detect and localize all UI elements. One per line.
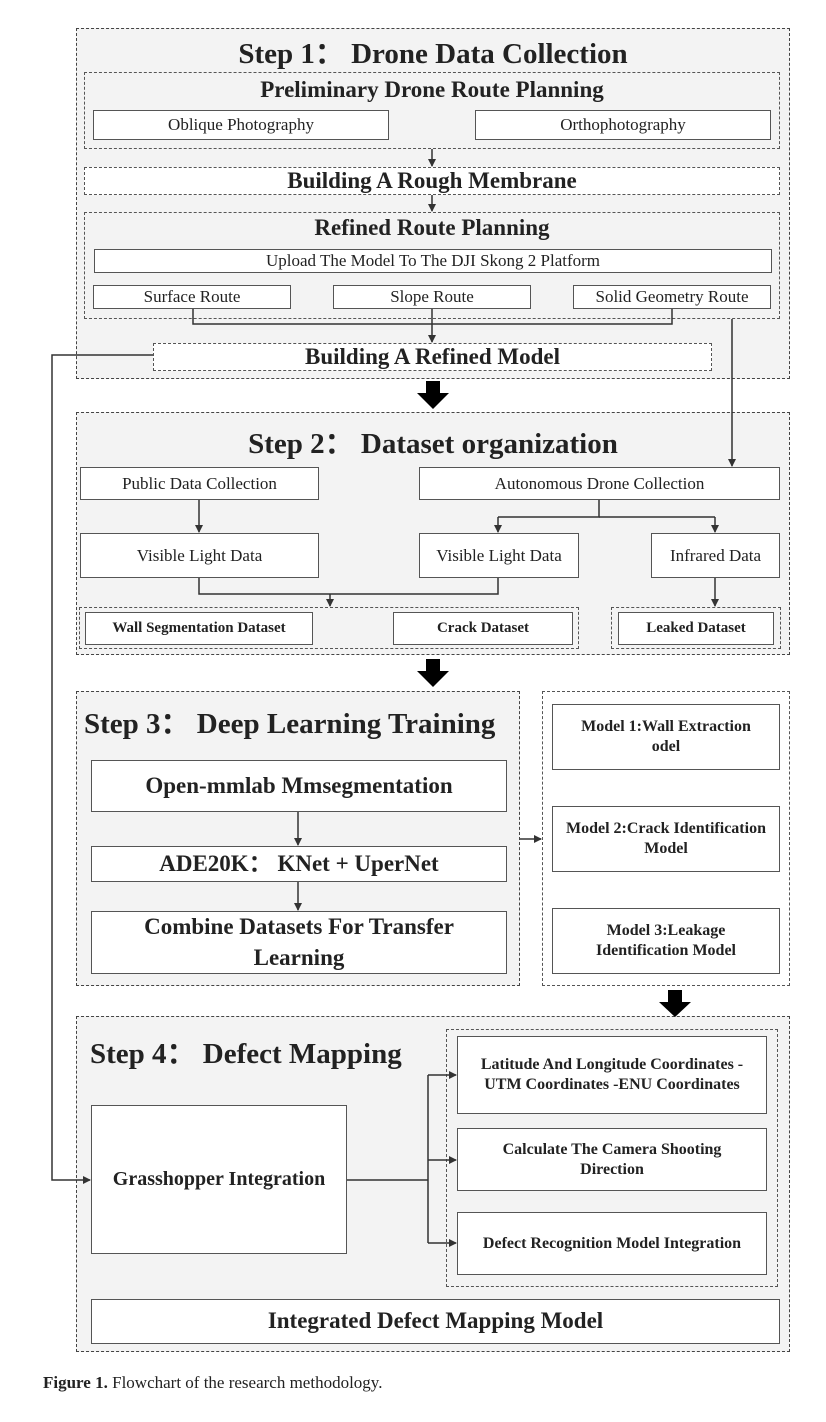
big-arrow-step1-to-step2 — [417, 381, 449, 409]
step2-title: Step 2： Dataset organization — [248, 428, 618, 460]
upload-model-box: Upload The Model To The DJI Skong 2 Plat… — [94, 249, 772, 273]
visible-datasets-group — [79, 607, 579, 649]
wall-segmentation-dataset-box: Wall Segmentation Dataset — [85, 612, 313, 645]
mmsegmentation-box: Open-mmlab Mmsegmentation — [91, 760, 507, 812]
ade20k-knet-upernet-box: ADE20K： KNet + UperNet — [91, 846, 507, 882]
surface-route-box: Surface Route — [93, 285, 291, 309]
infrared-datasets-group — [611, 607, 781, 649]
model2-box: Model 2:Crack Identification Model — [552, 806, 780, 872]
combine-datasets-box: Combine Datasets For Transfer Learning — [91, 911, 507, 974]
grasshopper-integration-box: Grasshopper Integration — [91, 1105, 347, 1254]
step1-panel — [76, 28, 790, 379]
autonomous-drone-collection-box: Autonomous Drone Collection — [419, 467, 780, 500]
model3-box: Model 3:Leakage Identification Model — [552, 908, 780, 974]
coordinates-conversion-box: Latitude And Longitude Coordinates -UTM … — [457, 1036, 767, 1114]
preliminary-route-planning-group — [84, 72, 780, 149]
orthophotography-box: Orthophotography — [475, 110, 771, 140]
mapping-steps-group — [446, 1029, 778, 1287]
refined-model-box: Building A Refined Model — [153, 343, 712, 371]
rough-membrane-box: Building A Rough Membrane — [84, 167, 780, 195]
figure-caption-label: Figure 1. — [43, 1373, 108, 1392]
camera-direction-box: Calculate The Camera Shooting Direction — [457, 1128, 767, 1191]
figure-caption-text: Flowchart of the research methodology. — [107, 1373, 383, 1392]
visible-merge-line — [198, 578, 499, 595]
arrow-refined-model-to-grasshopper — [51, 354, 153, 1184]
visible-light-drone-box: Visible Light Data — [419, 533, 579, 578]
step1-title: Step 1： Drone Data Collection — [238, 38, 628, 70]
public-data-collection-box: Public Data Collection — [80, 467, 319, 500]
leaked-dataset-box: Leaked Dataset — [618, 612, 774, 645]
oblique-photography-box: Oblique Photography — [93, 110, 389, 140]
big-arrow-step2-to-step3 — [417, 659, 449, 687]
model1-box: Model 1:Wall Extraction odel — [552, 704, 780, 770]
preliminary-route-planning-title: Preliminary Drone Route Planning — [260, 77, 604, 102]
autonomous-split-line — [498, 500, 600, 518]
figure-caption: Figure 1. Flowchart of the research meth… — [43, 1373, 382, 1393]
big-arrow-models-to-step4 — [659, 990, 691, 1017]
visible-light-public-box: Visible Light Data — [80, 533, 319, 578]
step3-title: Step 3： Deep Learning Training — [84, 708, 496, 740]
infrared-data-box: Infrared Data — [651, 533, 780, 578]
refined-route-planning-title: Refined Route Planning — [314, 215, 550, 240]
solid-geometry-route-box: Solid Geometry Route — [573, 285, 771, 309]
step4-title: Step 4： Defect Mapping — [90, 1038, 402, 1070]
integrated-defect-mapping-box: Integrated Defect Mapping Model — [91, 1299, 780, 1344]
slope-route-box: Slope Route — [333, 285, 531, 309]
defect-recognition-integration-box: Defect Recognition Model Integration — [457, 1212, 767, 1275]
crack-dataset-box: Crack Dataset — [393, 612, 573, 645]
